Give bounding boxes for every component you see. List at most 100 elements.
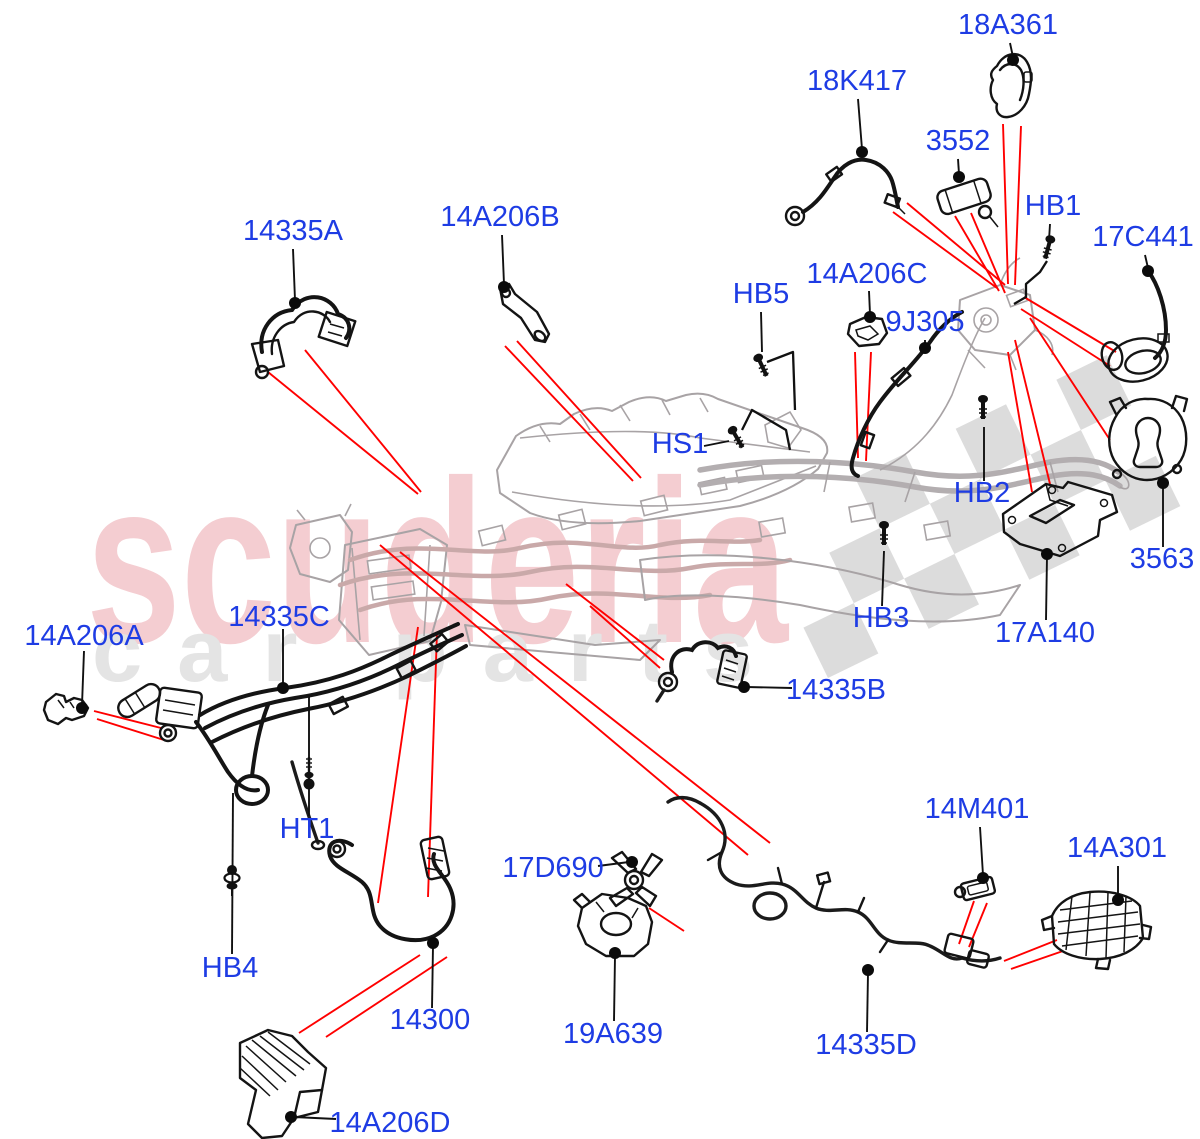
part-14M401-art <box>953 875 997 902</box>
part-label-14335B[interactable]: 14335B <box>786 674 886 706</box>
red-callout-line <box>648 907 685 932</box>
label-leader-line <box>597 861 630 867</box>
red-callout-line <box>906 202 1006 286</box>
part-label-17D690[interactable]: 17D690 <box>502 852 604 884</box>
leader-anchor-dot <box>1041 548 1053 560</box>
fastener-hb1-icon <box>1039 233 1057 261</box>
leader-anchor-dot <box>626 856 638 868</box>
red-callout-line <box>379 544 749 856</box>
part-label-HB2[interactable]: HB2 <box>954 477 1010 509</box>
part-3563-art <box>1108 394 1189 482</box>
leader-anchor-dot <box>609 947 621 959</box>
leader-anchor-dot <box>1157 477 1169 489</box>
part-label-3563[interactable]: 3563 <box>1130 543 1195 575</box>
label-leader-line <box>881 550 885 607</box>
red-callout-line <box>954 215 1000 292</box>
red-callout-line <box>427 631 438 898</box>
part-14335B-art <box>655 640 748 703</box>
part-9J305-art <box>849 310 964 478</box>
callout-parts-illustrations <box>42 53 1189 1139</box>
part-label-9J305[interactable]: 9J305 <box>885 306 964 338</box>
red-callout-line <box>267 371 419 495</box>
part-14A206B-art <box>498 282 551 344</box>
watermark-secondary-text: car parts <box>92 601 788 700</box>
part-label-14335C[interactable]: 14335C <box>228 601 330 633</box>
part-14335A-art <box>250 295 357 380</box>
part-label-14A206B[interactable]: 14A206B <box>440 201 559 233</box>
red-callout-line <box>96 718 165 741</box>
part-19A639-art <box>572 892 654 958</box>
part-14300-art <box>327 835 456 943</box>
part-label-HB1[interactable]: HB1 <box>1025 190 1081 222</box>
part-label-17A140[interactable]: 17A140 <box>995 617 1095 649</box>
label-leader-line <box>81 650 85 706</box>
part-14A206D-art <box>238 1028 328 1139</box>
red-callout-line <box>516 340 642 479</box>
label-leader-line <box>745 686 793 689</box>
label-leader-line <box>1045 555 1048 621</box>
part-label-14300[interactable]: 14300 <box>390 1004 471 1036</box>
part-label-3552[interactable]: 3552 <box>926 125 991 157</box>
red-callout-line <box>1014 339 1051 485</box>
red-callout-line <box>865 351 872 462</box>
red-callout-line <box>1010 950 1064 970</box>
part-label-14A206D[interactable]: 14A206D <box>330 1107 451 1139</box>
part-label-18K417[interactable]: 18K417 <box>807 65 907 97</box>
leader-anchor-dot <box>919 342 931 354</box>
part-label-HB4[interactable]: HB4 <box>202 952 258 984</box>
part-label-HT1[interactable]: HT1 <box>280 813 335 845</box>
part-label-18A361[interactable]: 18A361 <box>958 9 1058 41</box>
leader-anchor-dot <box>953 171 965 183</box>
leader-anchor-dot <box>862 964 874 976</box>
red-callout-line <box>93 710 162 729</box>
watermark: scuderia car parts <box>86 355 1181 700</box>
checkered-flag-watermark <box>803 355 1181 678</box>
fastener-wire-line <box>766 350 797 411</box>
part-label-14335A[interactable]: 14335A <box>243 215 344 247</box>
part-label-HS1[interactable]: HS1 <box>652 428 708 460</box>
part-label-14A301[interactable]: 14A301 <box>1067 832 1167 864</box>
red-callout-line <box>970 212 1006 294</box>
leader-anchor-dot <box>1142 265 1154 277</box>
part-label-14335D[interactable]: 14335D <box>815 1029 917 1061</box>
label-leader-line <box>431 945 434 1009</box>
label-leader-line <box>501 234 505 285</box>
fastener-ht1-icon <box>302 755 316 791</box>
label-leader-line <box>979 826 984 876</box>
part-3552-art <box>936 177 999 228</box>
label-leader-line <box>868 290 871 315</box>
red-callout-line <box>504 345 634 482</box>
part-label-HB5[interactable]: HB5 <box>733 278 789 310</box>
part-label-14M401[interactable]: 14M401 <box>925 793 1030 825</box>
red-callout-line <box>1029 317 1111 441</box>
red-callout-line <box>589 605 661 669</box>
part-label-HB3[interactable]: HB3 <box>853 602 909 634</box>
part-17D690-art <box>608 850 664 908</box>
red-callout-line <box>304 349 422 493</box>
part-18K417-art <box>784 157 906 227</box>
red-callout-line <box>1002 123 1009 285</box>
leader-anchor-dot <box>277 682 289 694</box>
part-18A361-art <box>989 53 1033 119</box>
part-label-17C441[interactable]: 17C441 <box>1092 221 1194 253</box>
part-14A301-art <box>1040 890 1153 971</box>
part-14335C-art <box>117 622 468 851</box>
red-callout-line <box>1007 351 1033 493</box>
red-callout-line <box>325 956 448 1038</box>
part-label-19A639[interactable]: 19A639 <box>563 1018 663 1050</box>
leader-anchor-dot <box>289 297 301 309</box>
label-leader-line <box>760 311 763 353</box>
red-callout-line <box>1023 296 1117 353</box>
leader-anchor-dot <box>498 281 510 293</box>
part-label-14A206A[interactable]: 14A206A <box>24 620 144 652</box>
leader-anchor-dot <box>856 146 868 158</box>
part-14335D-art <box>666 795 1002 969</box>
label-leader-line <box>857 98 863 150</box>
part-17C441-art <box>1100 269 1170 383</box>
leader-anchor-dot <box>977 872 989 884</box>
leader-anchor-dot <box>1007 54 1019 66</box>
part-label-14A206C[interactable]: 14A206C <box>807 258 928 290</box>
watermark-primary-text: scuderia <box>86 433 789 692</box>
